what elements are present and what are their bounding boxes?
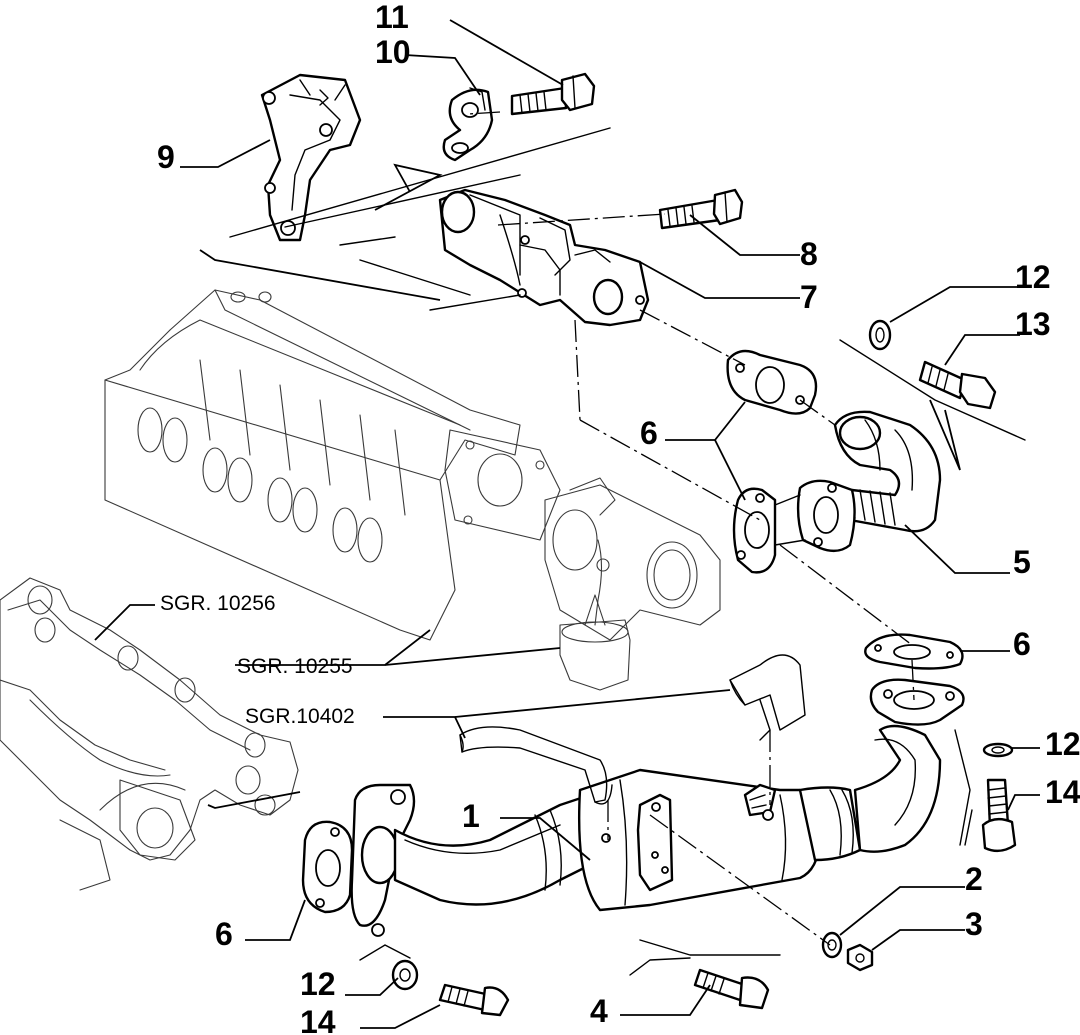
callout-4: 4: [590, 993, 608, 1029]
reference-sgr-10255: SGR. 10255: [237, 655, 353, 678]
exhaust-manifold-drawing: [0, 577, 299, 891]
egr-valve-part-7: [438, 188, 650, 327]
washer-part-12-lower: [391, 959, 419, 991]
callout-8: 8: [800, 236, 818, 272]
callout-14-lower: 14: [300, 1004, 336, 1035]
callout-7: 7: [800, 279, 818, 315]
bolt-part-8: [658, 188, 744, 230]
reference-labels: SGR. 10256 SGR. 10255 SGR.10402: [160, 592, 355, 728]
gasket-part-6-upper: [726, 349, 818, 415]
bracket-part-9: [260, 73, 362, 242]
bolt-part-4: [693, 968, 770, 1010]
washer-part-2: [821, 931, 843, 959]
callout-5: 5: [1013, 544, 1031, 580]
bolt-part-14-lower: [438, 983, 510, 1017]
leader-lines: [94, 19, 1040, 1029]
bolt-part-11: [510, 72, 596, 116]
pipe-part-5: [774, 410, 942, 553]
callout-6-lower: 6: [215, 916, 233, 952]
callout-2: 2: [965, 861, 983, 897]
clamp-part-10: [442, 87, 494, 162]
callout-12-upper: 12: [1015, 259, 1051, 295]
bolt-part-14-right: [981, 778, 1017, 853]
callout-1: 1: [462, 798, 480, 834]
callout-14-right: 14: [1045, 774, 1080, 810]
alignment-lines: [467, 111, 915, 946]
washer-part-12-right: [982, 742, 1014, 758]
bolt-part-13: [918, 360, 997, 410]
gasket-part-6-middle: [732, 487, 777, 574]
gasket-part-6-lower-left: [301, 820, 354, 914]
reference-sgr-10256: SGR. 10256: [160, 592, 276, 615]
callout-10: 10: [375, 34, 411, 70]
intake-manifold-drawing: [104, 289, 721, 691]
callout-6-upper: 6: [640, 415, 658, 451]
callout-labels: 11 10 9 8 7 12 13 6 5 6 12 14 1 2 3 6 12…: [157, 0, 1080, 1035]
reference-lines: [199, 127, 1026, 976]
egr-cooler-part-1: [350, 678, 965, 937]
callout-9: 9: [157, 139, 175, 175]
callout-6-right: 6: [1013, 626, 1031, 662]
callout-12-lower: 12: [300, 966, 336, 1002]
reference-sgr-10402: SGR.10402: [245, 705, 355, 728]
washer-part-12-upper: [868, 319, 892, 351]
callout-11: 11: [375, 0, 409, 35]
callout-3: 3: [965, 906, 983, 942]
gasket-part-6-right: [864, 633, 964, 670]
nut-part-3: [846, 943, 874, 972]
callout-13: 13: [1015, 306, 1051, 342]
callout-12-right: 12: [1045, 726, 1080, 762]
